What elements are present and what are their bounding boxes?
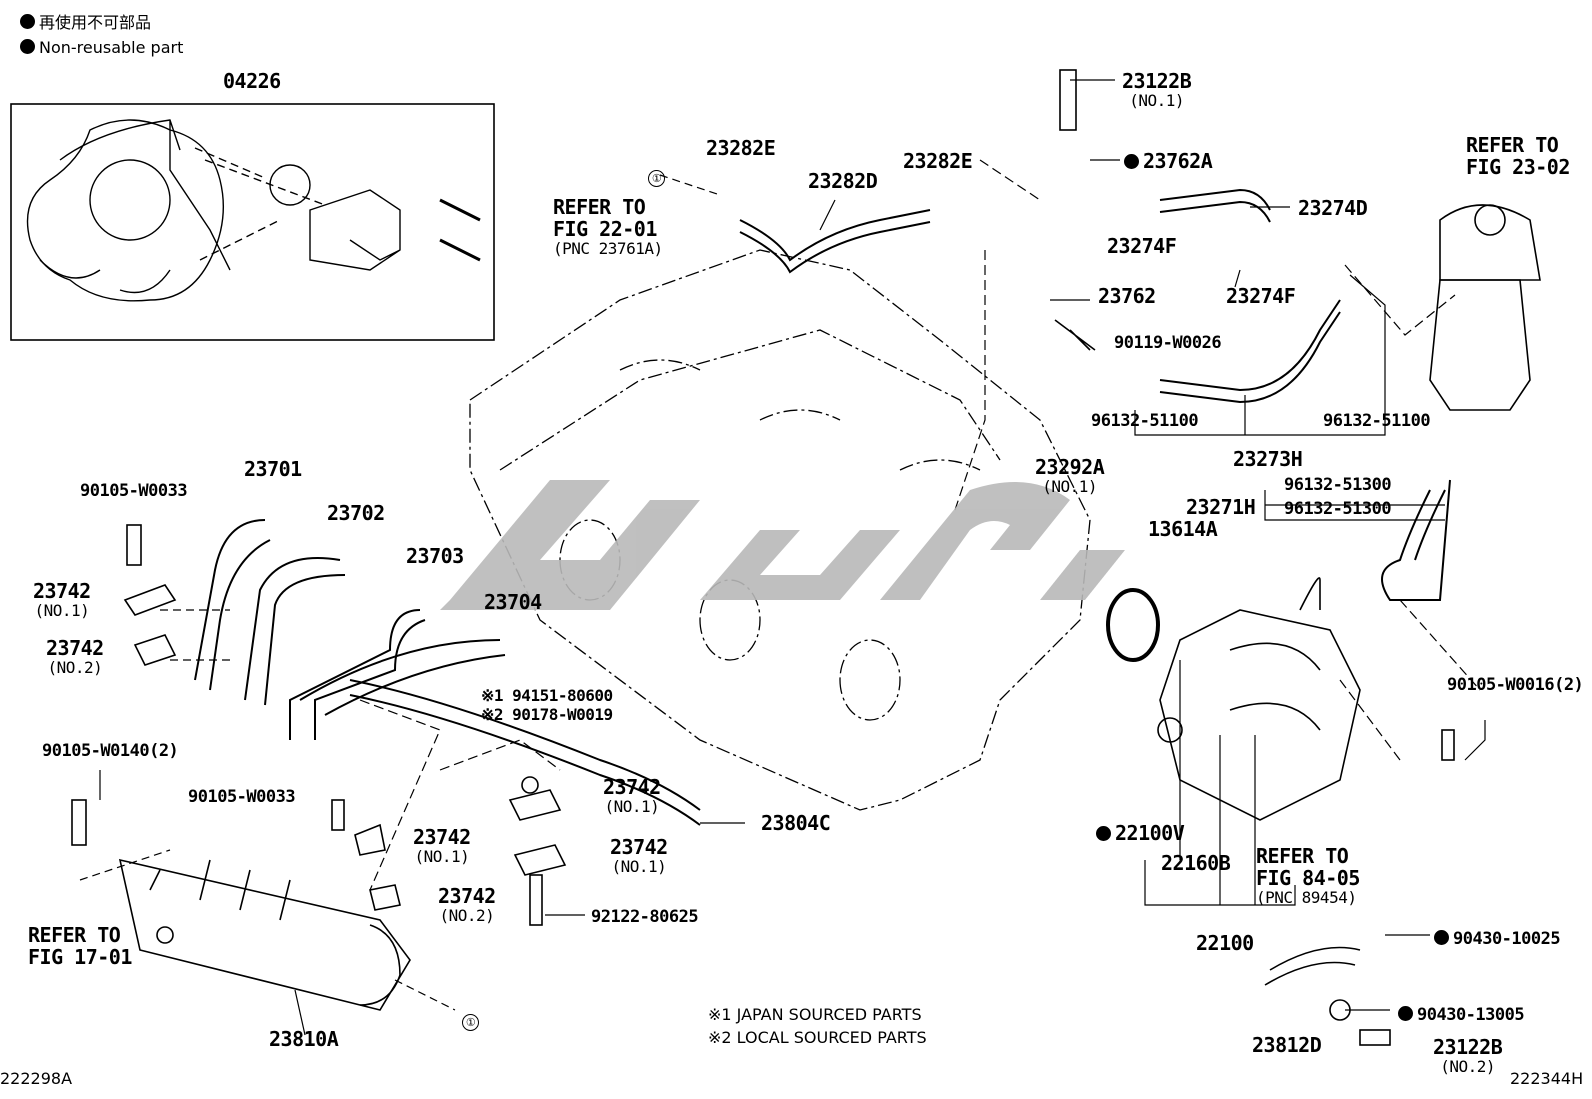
part-90430-10025: 90430-10025 <box>1434 928 1561 950</box>
part-22160B: 22160B <box>1161 851 1231 875</box>
part-23122B-no2: 23122B(NO.2) <box>1433 1035 1503 1076</box>
part-23271H: 23271H <box>1186 495 1256 519</box>
part-96132-51100-left: 96132-51100 <box>1091 411 1199 431</box>
part-23742-no1-mid: 23742(NO.1) <box>603 775 661 816</box>
legend-en-text: Non-reusable part <box>39 38 184 57</box>
part-96132-51100-right: 96132-51100 <box>1323 411 1431 431</box>
part-96132-51300-top: 96132-51300 <box>1284 475 1392 495</box>
code-right: 222344H <box>1510 1069 1584 1088</box>
part-23282D: 23282D <box>808 169 878 193</box>
part-22100: 22100 <box>1196 931 1254 955</box>
part-22100V: 22100V <box>1096 822 1185 844</box>
part-92122-80625: 92122-80625 <box>591 907 699 927</box>
fuel-filter <box>1429 204 1541 411</box>
part-23274D: 23274D <box>1298 196 1368 220</box>
part-23742-no2-lower: 23742(NO.2) <box>438 884 496 925</box>
supply-pump <box>1106 577 1361 821</box>
leader-lines <box>79 79 1486 1036</box>
pump-inset-drawing <box>26 119 481 302</box>
part-23704: 23704 <box>484 590 542 614</box>
legend-jp-text: 再使用不可部品 <box>39 13 152 32</box>
injection-pipes <box>194 519 701 826</box>
part-13614A: 13614A <box>1148 517 1218 541</box>
part-90119-W0026: 90119-W0026 <box>1114 333 1222 353</box>
part-23703: 23703 <box>406 544 464 568</box>
part-96132-51300-bottom: 96132-51300 <box>1284 499 1392 519</box>
part-90105-W0140: 90105-W0140(2) <box>42 741 179 761</box>
part-23742-no1-right: 23742(NO.1) <box>610 835 668 876</box>
part-23701: 23701 <box>244 457 302 481</box>
part-90105-W0033-top: 90105-W0033 <box>80 481 188 501</box>
part-23762: 23762 <box>1098 284 1156 308</box>
part-04226: 04226 <box>223 69 281 93</box>
nonreusable-dot-icon <box>20 14 35 29</box>
part-23812D: 23812D <box>1252 1033 1322 1057</box>
part-23292A: 23292A(NO.1) <box>1035 455 1105 496</box>
nonreusable-dot-icon <box>20 39 35 54</box>
inset-box <box>10 103 495 341</box>
fuel-rail <box>118 858 411 1011</box>
part-90430-13005: 90430-13005 <box>1398 1004 1525 1026</box>
part-23742-no2-left: 23742(NO.2) <box>46 636 104 677</box>
note-japan-sourced: ※1 JAPAN SOURCED PARTS <box>708 1005 922 1024</box>
circle-marker-1-top: ① <box>648 164 665 187</box>
part-23273H: 23273H <box>1233 447 1303 471</box>
part-23810A: 23810A <box>269 1027 339 1051</box>
note-local-sourced: ※2 LOCAL SOURCED PARTS <box>708 1028 927 1047</box>
part-23274F-right: 23274F <box>1226 284 1296 308</box>
part-23282E-left: 23282E <box>706 136 776 160</box>
legend-jp: 再使用不可部品 <box>20 12 151 34</box>
part-23742-no1-left: 23742(NO.1) <box>33 579 91 620</box>
part-23122B-no1: 23122B(NO.1) <box>1122 69 1192 110</box>
part-23742-no1-lower: 23742(NO.1) <box>413 825 471 866</box>
part-23762A: 23762A <box>1124 150 1213 172</box>
part-23282E-right: 23282E <box>903 149 973 173</box>
part-90105-W0016: 90105-W0016(2) <box>1447 675 1584 695</box>
hoses <box>739 188 1451 601</box>
part-90105-W0033-bottom: 90105-W0033 <box>188 787 296 807</box>
engine-block-outline <box>469 249 1091 811</box>
small-parts <box>71 69 1455 1046</box>
part-23702: 23702 <box>327 501 385 525</box>
circle-marker-1-bottom: ① <box>462 1008 479 1031</box>
part-23804C: 23804C <box>761 811 831 835</box>
legend-en: Non-reusable part <box>20 37 183 59</box>
code-left: 222298A <box>0 1069 73 1088</box>
part-23274F-left: 23274F <box>1107 234 1177 258</box>
part-notes-94151-90178: ※1 94151-80600※2 90178-W0019 <box>481 686 613 724</box>
